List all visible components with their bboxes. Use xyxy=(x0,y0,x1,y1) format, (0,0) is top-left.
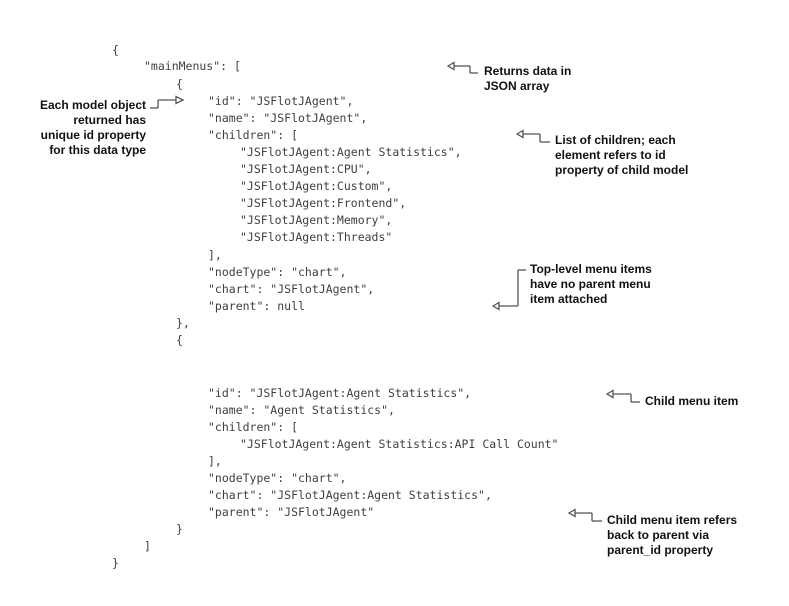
annotation-returns-json: Returns data in JSON array xyxy=(484,64,571,94)
annotation-children-list: List of children; each element refers to… xyxy=(555,133,688,178)
annotation-child-item: Child menu item xyxy=(645,394,738,409)
code-line: ], xyxy=(208,454,222,468)
annotation-line: back to parent via xyxy=(607,528,710,542)
code-line: "parent": null xyxy=(208,299,305,313)
annotation-model-id: Each model object returned has unique id… xyxy=(8,98,146,158)
arrow-child-item xyxy=(605,389,640,403)
annotation-line: element refers to id xyxy=(555,148,666,162)
code-line: "mainMenus": [ xyxy=(144,59,241,73)
annotation-line: Child menu item xyxy=(645,394,739,408)
code-line: }, xyxy=(176,316,190,330)
annotation-line: parent_id property xyxy=(607,543,714,557)
code-line: "JSFlotJAgent:CPU", xyxy=(240,162,372,176)
code-line: "children": [ xyxy=(208,128,299,142)
code-line: "parent": "JSFlotJAgent" xyxy=(208,505,375,519)
code-line: "id": "JSFlotJAgent:Agent Statistics", xyxy=(208,386,472,400)
code-line: "name": "JSFlotJAgent", xyxy=(208,111,368,125)
code-line: "chart": "JSFlotJAgent", xyxy=(208,282,375,296)
code-line: "JSFlotJAgent:Agent Statistics", xyxy=(240,145,462,159)
annotation-line: have no parent menu xyxy=(530,277,651,291)
annotation-line: for this data type xyxy=(49,143,146,157)
annotation-line: Child menu item refers xyxy=(607,513,738,527)
code-line: { xyxy=(112,43,119,57)
code-line: "JSFlotJAgent:Agent Statistics:API Call … xyxy=(240,437,559,451)
code-line: "id": "JSFlotJAgent", xyxy=(208,94,354,108)
arrow-top-level xyxy=(491,269,526,311)
annotation-line: Top-level menu items xyxy=(530,262,652,276)
annotation-line: Returns data in xyxy=(484,64,572,78)
arrow-model-id xyxy=(150,95,185,109)
code-line: "JSFlotJAgent:Memory", xyxy=(240,213,393,227)
annotation-line: List of children; each xyxy=(555,133,676,147)
annotation-line: JSON array xyxy=(484,79,550,93)
code-line: } xyxy=(112,556,119,570)
code-line: "name": "Agent Statistics", xyxy=(208,403,395,417)
arrow-child-parent xyxy=(567,508,602,522)
annotation-line: unique id property xyxy=(40,128,146,142)
annotation-line: property of child model xyxy=(555,163,689,177)
code-line: ], xyxy=(208,248,222,262)
annotation-line: Each model object xyxy=(39,98,146,112)
code-line: } xyxy=(176,522,183,536)
arrow-children-list xyxy=(515,129,550,143)
code-line: { xyxy=(176,333,183,347)
annotation-line: item attached xyxy=(530,292,608,306)
code-line: "nodeType": "chart", xyxy=(208,265,347,279)
arrow-returns-json xyxy=(446,61,478,74)
code-line: ] xyxy=(144,539,151,553)
code-line: { xyxy=(176,77,183,91)
code-line: "nodeType": "chart", xyxy=(208,471,347,485)
annotation-top-level: Top-level menu items have no parent menu… xyxy=(530,262,652,307)
annotation-line: returned has xyxy=(73,113,146,127)
code-line: "JSFlotJAgent:Threads" xyxy=(240,230,393,244)
code-line: "children": [ xyxy=(208,420,299,434)
code-line: "JSFlotJAgent:Frontend", xyxy=(240,196,407,210)
code-line: "JSFlotJAgent:Custom", xyxy=(240,179,393,193)
annotation-child-parent: Child menu item refers back to parent vi… xyxy=(607,513,737,558)
code-line: "chart": "JSFlotJAgent:Agent Statistics"… xyxy=(208,488,492,502)
